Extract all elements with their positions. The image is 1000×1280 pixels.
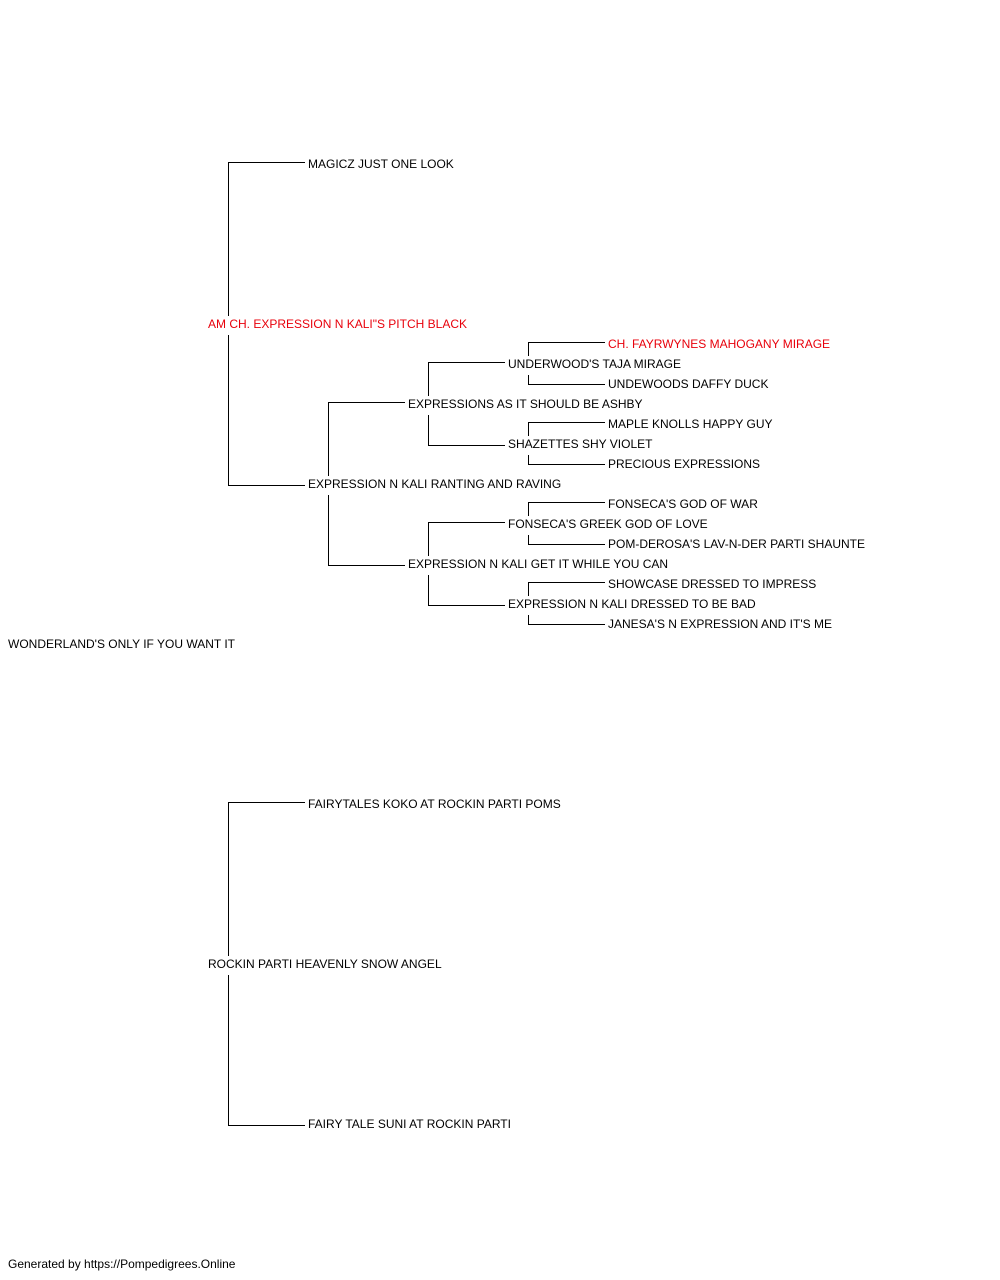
connector-dam-to-fairytale-suni — [228, 975, 305, 1126]
sdd-dam-name: EXPRESSION N KALI DRESSED TO BE BAD — [508, 597, 756, 611]
connector-ranting-to-ashby — [328, 402, 405, 476]
sdds-sire-name: FONSECA'S GOD OF WAR — [608, 497, 758, 511]
connector-dressed-to-showcase — [528, 582, 605, 596]
sd-dam-name: EXPRESSION N KALI GET IT WHILE YOU CAN — [408, 557, 669, 571]
sd-sire-name: EXPRESSIONS AS IT SHOULD BE ASHBY — [408, 397, 643, 411]
sire-dam-name: EXPRESSION N KALI RANTING AND RAVING — [308, 477, 562, 491]
connector-greek-to-pomderosa — [528, 535, 605, 545]
connector-getit-to-fonseca-greek — [428, 522, 505, 556]
sdss-dam-name: UNDEWOODS DAFFY DUCK — [608, 377, 769, 391]
connector-taja-to-undewoods — [528, 375, 605, 385]
dam-dam-name: FAIRY TALE SUNI AT ROCKIN PARTI — [308, 1117, 511, 1131]
subject-name: WONDERLAND'S ONLY IF YOU WANT IT — [8, 637, 235, 651]
connector-ashby-to-taja — [428, 362, 505, 396]
connector-greek-to-godofwar — [528, 502, 605, 516]
sddd-dam-name: JANESA'S N EXPRESSION AND IT'S ME — [608, 617, 832, 631]
connector-sire-to-magicz — [228, 162, 305, 316]
sdss-sire-name: CH. FAYRWYNES MAHOGANY MIRAGE — [608, 337, 831, 351]
connector-ranting-to-getit — [328, 495, 405, 566]
dam-sire-name: FAIRYTALES KOKO AT ROCKIN PARTI POMS — [308, 797, 561, 811]
sddd-sire-name: SHOWCASE DRESSED TO IMPRESS — [608, 577, 817, 591]
sdd-sire-name: FONSECA'S GREEK GOD OF LOVE — [508, 517, 708, 531]
connector-shazettes-to-precious — [528, 455, 605, 465]
connector-dressed-to-janesa — [528, 615, 605, 625]
connector-dam-to-fairytales — [228, 802, 305, 956]
connector-getit-to-dressed — [428, 575, 505, 606]
sdsd-sire-name: MAPLE KNOLLS HAPPY GUY — [608, 417, 773, 431]
sds-sire-name: UNDERWOOD'S TAJA MIRAGE — [508, 357, 681, 371]
connector-taja-to-fayrwynes — [528, 342, 605, 356]
dam-name: ROCKIN PARTI HEAVENLY SNOW ANGEL — [208, 957, 442, 971]
connector-shazettes-to-maple — [528, 422, 605, 436]
generated-by-footer: Generated by https://Pompedigrees.Online — [8, 1257, 236, 1271]
connector-sire-to-ranting — [228, 335, 305, 486]
sire-sire-name: MAGICZ JUST ONE LOOK — [308, 157, 454, 171]
sire-name: AM CH. EXPRESSION N KALI"S PITCH BLACK — [208, 317, 467, 331]
connector-ashby-to-shazettes — [428, 415, 505, 446]
sdds-dam-name: POM-DEROSA'S LAV-N-DER PARTI SHAUNTE — [608, 537, 865, 551]
sdsd-dam-name: PRECIOUS EXPRESSIONS — [608, 457, 761, 471]
sds-dam-name: SHAZETTES SHY VIOLET — [508, 437, 653, 451]
